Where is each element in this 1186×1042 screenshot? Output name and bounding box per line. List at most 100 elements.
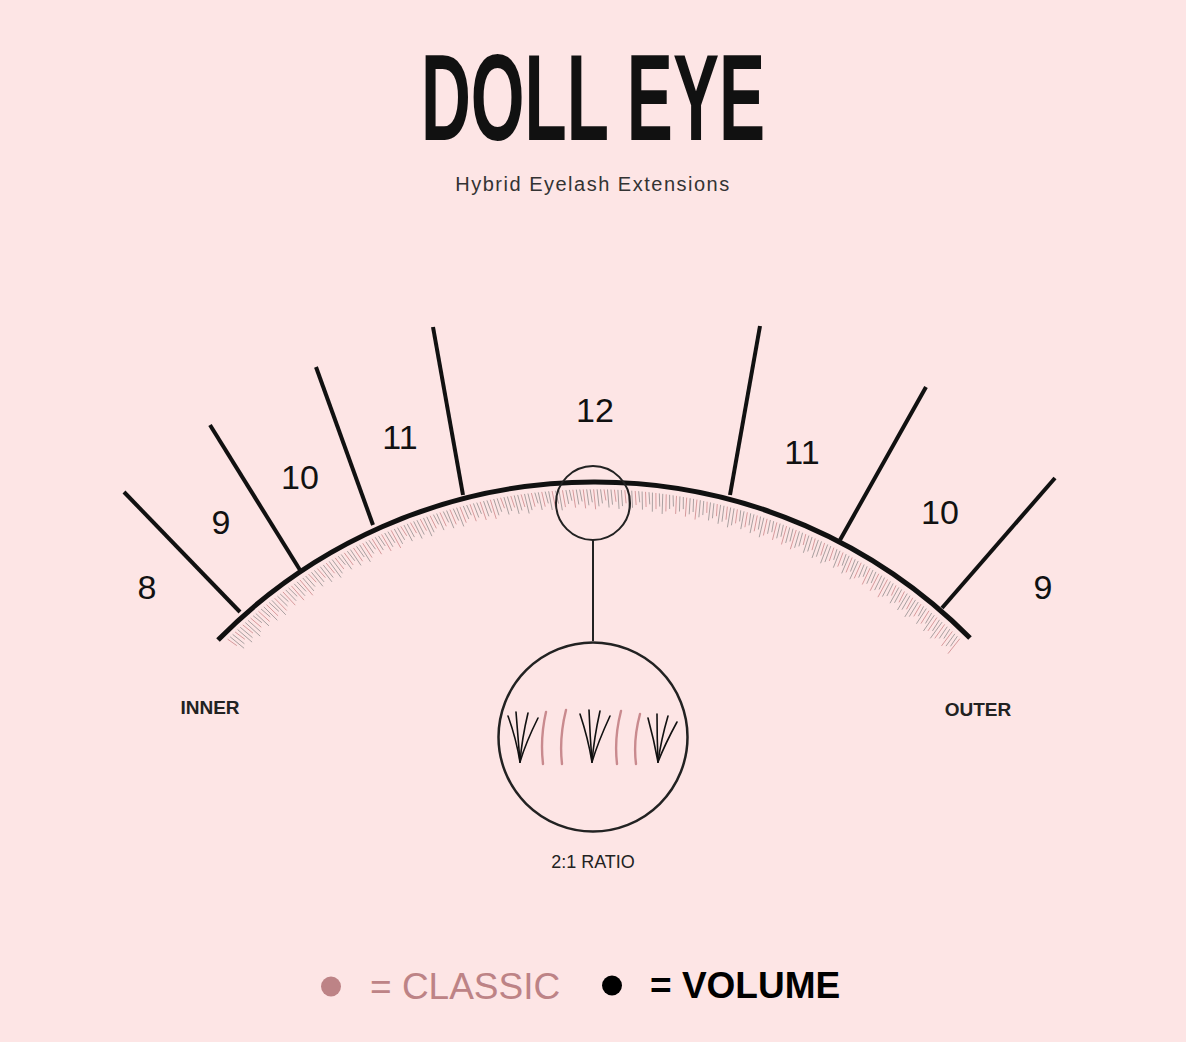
fringe-lash bbox=[501, 498, 505, 508]
fringe-lash bbox=[642, 492, 643, 510]
fringe-lash bbox=[706, 502, 707, 513]
fringe-lash bbox=[946, 634, 955, 646]
fringe-lash bbox=[552, 491, 555, 507]
fringe-lash bbox=[683, 497, 684, 509]
fringe-lash bbox=[357, 546, 365, 557]
fringe-lash bbox=[890, 587, 899, 603]
fringe-lash bbox=[842, 556, 850, 574]
fringe-lash bbox=[437, 514, 444, 531]
fringe-lash bbox=[423, 518, 431, 536]
fringe-lash bbox=[699, 500, 700, 517]
length-marker bbox=[840, 387, 926, 540]
fringe-lash bbox=[718, 505, 721, 524]
fringe-lash bbox=[749, 513, 751, 525]
legend-item: = CLASSIC bbox=[321, 968, 560, 1005]
subtitle: Hybrid Eyelash Extensions bbox=[455, 174, 730, 194]
fringe-lash bbox=[754, 515, 757, 531]
fringe-lash bbox=[648, 492, 650, 504]
fringe-lash bbox=[269, 602, 279, 611]
fringe-lash bbox=[317, 569, 325, 578]
zone-label: OUTER bbox=[945, 700, 1012, 719]
fringe-lash bbox=[521, 494, 525, 507]
fringe-lash bbox=[518, 495, 522, 511]
fringe-lash bbox=[722, 506, 724, 522]
fringe-lash bbox=[621, 490, 622, 506]
ratio-label: 2:1 RATIO bbox=[551, 853, 635, 871]
fringe-lash bbox=[693, 499, 694, 512]
fringe-lash bbox=[777, 524, 780, 539]
fringe-lash bbox=[689, 498, 691, 514]
fringe-lash bbox=[850, 561, 858, 579]
title: DOLL EYE bbox=[421, 37, 765, 159]
fringe-lash bbox=[618, 490, 619, 509]
fringe-lash bbox=[750, 514, 754, 533]
fringe-lash bbox=[941, 631, 952, 645]
fringe-lash bbox=[708, 502, 710, 520]
fringe-lash bbox=[799, 533, 803, 547]
fringe-lash bbox=[280, 594, 288, 602]
fringe-lash bbox=[897, 594, 907, 610]
fringe-lash bbox=[566, 490, 569, 504]
fringe-lash bbox=[875, 576, 882, 590]
fringe-lash bbox=[587, 489, 589, 505]
fringe-lash bbox=[611, 490, 613, 505]
fringe-lash bbox=[344, 553, 353, 565]
fringe-lash bbox=[427, 517, 434, 532]
fringe-lash bbox=[391, 530, 401, 548]
volume-fan bbox=[580, 710, 610, 762]
fringe-lash bbox=[414, 521, 422, 538]
volume-fan bbox=[648, 714, 677, 762]
fringe-lash bbox=[772, 522, 776, 540]
fringe-lash bbox=[538, 492, 542, 510]
fringe-lash bbox=[645, 492, 647, 507]
fringe-lash bbox=[768, 520, 771, 534]
fringe-lash bbox=[335, 558, 344, 569]
fringe-lash bbox=[583, 489, 585, 508]
length-marker bbox=[730, 326, 760, 495]
fringe-lash bbox=[882, 581, 890, 596]
legend-text: = VOLUME bbox=[650, 967, 840, 1004]
fringe-lash bbox=[665, 494, 666, 511]
length-marker bbox=[433, 327, 463, 495]
fringe-lash bbox=[576, 490, 579, 505]
fringe-lash bbox=[741, 511, 744, 529]
fringe-lash bbox=[812, 538, 815, 550]
classic-lash bbox=[542, 710, 640, 764]
fringe-lash bbox=[528, 493, 532, 510]
fringe-lash bbox=[812, 540, 818, 558]
fringe-lash bbox=[712, 503, 713, 518]
fringe-lash bbox=[790, 529, 793, 542]
length-number: 8 bbox=[138, 570, 157, 604]
fringe-lash bbox=[870, 574, 879, 591]
fringe-lash bbox=[286, 590, 296, 601]
fringe-lash bbox=[394, 529, 402, 544]
fringe-lash bbox=[233, 634, 245, 643]
zoom-detail-circle: 2:1 RATIO bbox=[497, 641, 689, 833]
fringe-lash bbox=[398, 528, 405, 540]
fringe-lash bbox=[652, 493, 653, 512]
fringe-lash bbox=[243, 625, 253, 633]
legend-text: = CLASSIC bbox=[370, 968, 560, 1005]
fringe-lash bbox=[928, 618, 937, 631]
fringe-lash bbox=[417, 520, 424, 534]
fringe-lash bbox=[862, 568, 870, 584]
fringe-lash bbox=[378, 536, 385, 546]
fringe-lash bbox=[531, 493, 535, 507]
fringe-lash bbox=[480, 502, 486, 520]
fringe-lash bbox=[833, 551, 840, 568]
fringe-lash bbox=[772, 521, 774, 532]
fringe-lash bbox=[375, 537, 383, 550]
fringe-lash bbox=[470, 504, 476, 521]
fringe-lash bbox=[306, 576, 315, 587]
fringe-lash bbox=[353, 548, 362, 561]
lash-detail bbox=[508, 710, 677, 764]
fringe-lash bbox=[916, 609, 926, 624]
volume-fan bbox=[508, 712, 538, 762]
fringe-lash bbox=[294, 584, 305, 596]
fringe-lash bbox=[266, 605, 278, 616]
fringe-lash bbox=[594, 489, 596, 509]
length-number: 10 bbox=[281, 460, 319, 494]
fringe-lash bbox=[251, 618, 262, 627]
fringe-lash bbox=[347, 551, 354, 561]
fringe-lash bbox=[614, 490, 616, 502]
